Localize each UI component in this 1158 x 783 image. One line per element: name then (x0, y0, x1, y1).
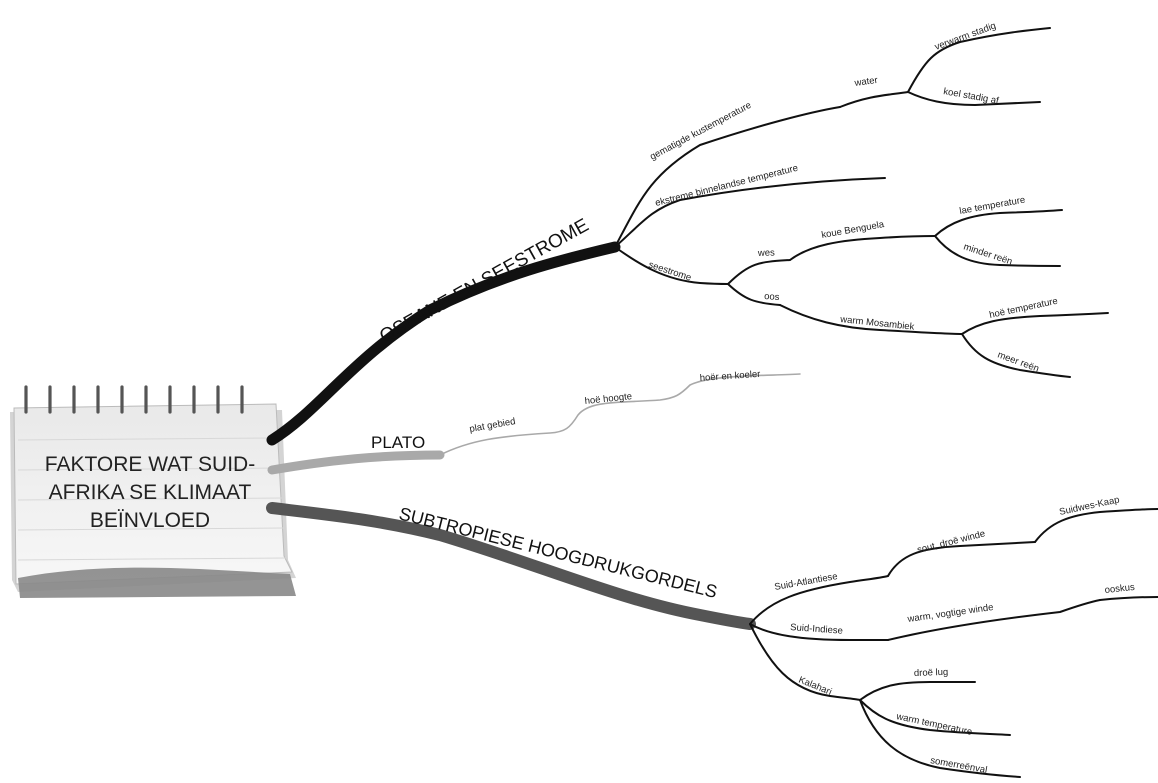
node-somerreenval: somerreënval (929, 755, 988, 776)
node-meer-reen: meer reën (996, 349, 1040, 374)
node-hoer-en-koeler: hoër en koeler (699, 369, 760, 384)
notepad-curled-page (18, 567, 296, 598)
node-ooskus: ooskus (1104, 582, 1135, 596)
node-plat-gebied: plat gebied (469, 416, 517, 435)
node-warm-temperature: warm temperature (894, 711, 973, 738)
branch-oseane (266, 241, 621, 446)
branch-plato (267, 450, 445, 475)
plato-sub-branches (439, 373, 801, 456)
central-title-line-1: FAKTORE WAT SUID- (45, 453, 255, 476)
node-seestrome: seestrome (647, 259, 693, 283)
node-kustemperature: gematigde kustemperature (648, 100, 753, 163)
node-oos: oos (764, 291, 780, 303)
node-kalahari: Kalahari (797, 675, 833, 698)
subtropiese-sub-branches (749, 508, 1158, 778)
node-hoe-hoogte: hoë hoogte (584, 391, 632, 407)
node-suid-indiese: Suid-Indiese (790, 622, 843, 637)
branch-subtropiese-label: SUBTROPIESE HOOGDRUKGORDELS (397, 503, 719, 602)
branch-plato-label: PLATO (371, 433, 425, 452)
branch-subtropiese (266, 502, 756, 630)
branch-oseane-label: OSEANE EN SEESTROME (376, 215, 592, 348)
node-sout-droe-winde: sout, droë winde (916, 528, 986, 556)
spiral-binding (24, 385, 244, 414)
central-notepad: FAKTORE WAT SUID- AFRIKA SE KLIMAAT BEÏN… (10, 385, 296, 598)
node-suid-atlantiese: Suid-Atlantiese (774, 571, 839, 593)
node-droe-lug: droë lug (914, 667, 949, 679)
node-suidwes-kaap: Suidwes-Kaap (1058, 494, 1120, 517)
central-title-line-2: AFRIKA SE KLIMAAT (49, 481, 252, 504)
oseane-sub-branches (614, 27, 1109, 378)
central-title-line-3: BEÏNVLOED (90, 509, 210, 532)
node-wes: wes (757, 247, 776, 259)
node-water: water (853, 75, 879, 89)
